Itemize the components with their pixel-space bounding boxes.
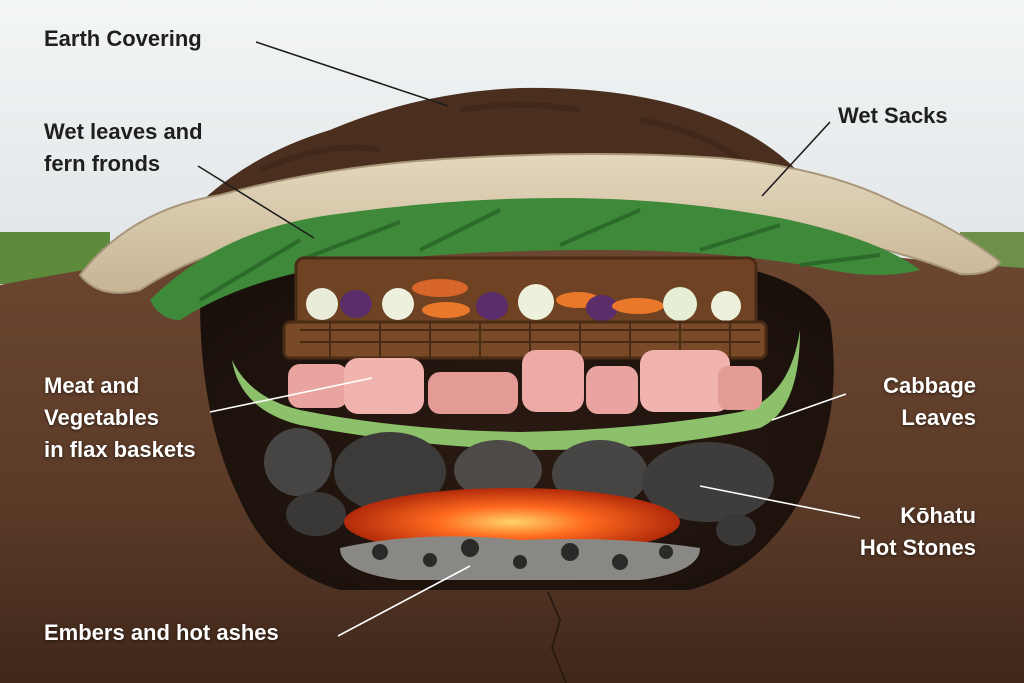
label-line: Hot Stones bbox=[859, 535, 976, 560]
soil-crack bbox=[547, 591, 567, 683]
carrot bbox=[612, 298, 664, 314]
meat-piece bbox=[640, 350, 730, 412]
cauliflower bbox=[663, 287, 697, 321]
label-line: in flax baskets bbox=[44, 437, 196, 462]
label-embers: Embers and hot ashes bbox=[44, 617, 279, 649]
carrot bbox=[412, 279, 468, 297]
label-wet-sacks: Wet Sacks bbox=[838, 100, 948, 132]
label-wet-leaves: Wet leaves and fern fronds bbox=[44, 116, 203, 180]
leader-lines bbox=[197, 41, 831, 239]
label-earth-covering: Earth Covering bbox=[44, 23, 202, 55]
stone bbox=[334, 432, 446, 512]
meat-piece bbox=[428, 372, 518, 414]
eggplant bbox=[340, 290, 372, 318]
stone bbox=[286, 492, 346, 536]
leader-lines-light bbox=[209, 377, 861, 637]
label-line: Vegetables bbox=[44, 405, 159, 430]
label-line: Earth Covering bbox=[44, 26, 202, 51]
label-line: fern fronds bbox=[44, 151, 161, 176]
meat-pieces bbox=[288, 350, 762, 414]
leader-wet-leaves bbox=[197, 165, 315, 239]
label-meat-vegetables: Meat and Vegetables in flax baskets bbox=[44, 370, 196, 466]
basket-weave-lines bbox=[300, 322, 760, 358]
label-line: Wet leaves and bbox=[44, 119, 203, 144]
cauliflower bbox=[711, 291, 741, 321]
leader-wet-sacks bbox=[761, 121, 831, 197]
vegetables bbox=[306, 279, 741, 321]
label-line: Wet Sacks bbox=[838, 103, 948, 128]
label-line: Leaves bbox=[901, 405, 976, 430]
stone bbox=[454, 440, 542, 500]
leader-earth-covering bbox=[255, 41, 449, 107]
carrot bbox=[422, 302, 470, 318]
label-line: Meat and bbox=[44, 373, 140, 398]
eggplant bbox=[476, 292, 508, 320]
wet-leaves-layer bbox=[150, 198, 920, 320]
label-kohatu-stones: Kōhatu Hot Stones bbox=[828, 500, 976, 564]
label-line: Kōhatu bbox=[900, 503, 976, 528]
cauliflower bbox=[306, 288, 338, 320]
meat-piece bbox=[718, 366, 762, 410]
meat-piece bbox=[586, 366, 638, 414]
stone bbox=[716, 514, 756, 546]
stone bbox=[642, 442, 774, 522]
meat-piece bbox=[522, 350, 584, 412]
cauliflower bbox=[382, 288, 414, 320]
label-line: Embers and hot ashes bbox=[44, 620, 279, 645]
cauliflower bbox=[518, 284, 554, 320]
label-line: Cabbage bbox=[883, 373, 976, 398]
fern-frond-lines bbox=[198, 208, 881, 302]
earth-covering-texture bbox=[258, 102, 742, 173]
meat-piece bbox=[344, 358, 424, 414]
label-cabbage-leaves: Cabbage Leaves bbox=[828, 370, 976, 434]
ash-chunks bbox=[372, 539, 673, 570]
meat-piece bbox=[288, 364, 348, 408]
leader-cabbage-leaves bbox=[771, 393, 847, 421]
leader-meat-vegetables bbox=[209, 377, 373, 413]
stone bbox=[264, 428, 332, 496]
leader-kohatu-stones bbox=[699, 485, 861, 519]
eggplant bbox=[586, 295, 618, 321]
leader-embers bbox=[337, 565, 471, 637]
